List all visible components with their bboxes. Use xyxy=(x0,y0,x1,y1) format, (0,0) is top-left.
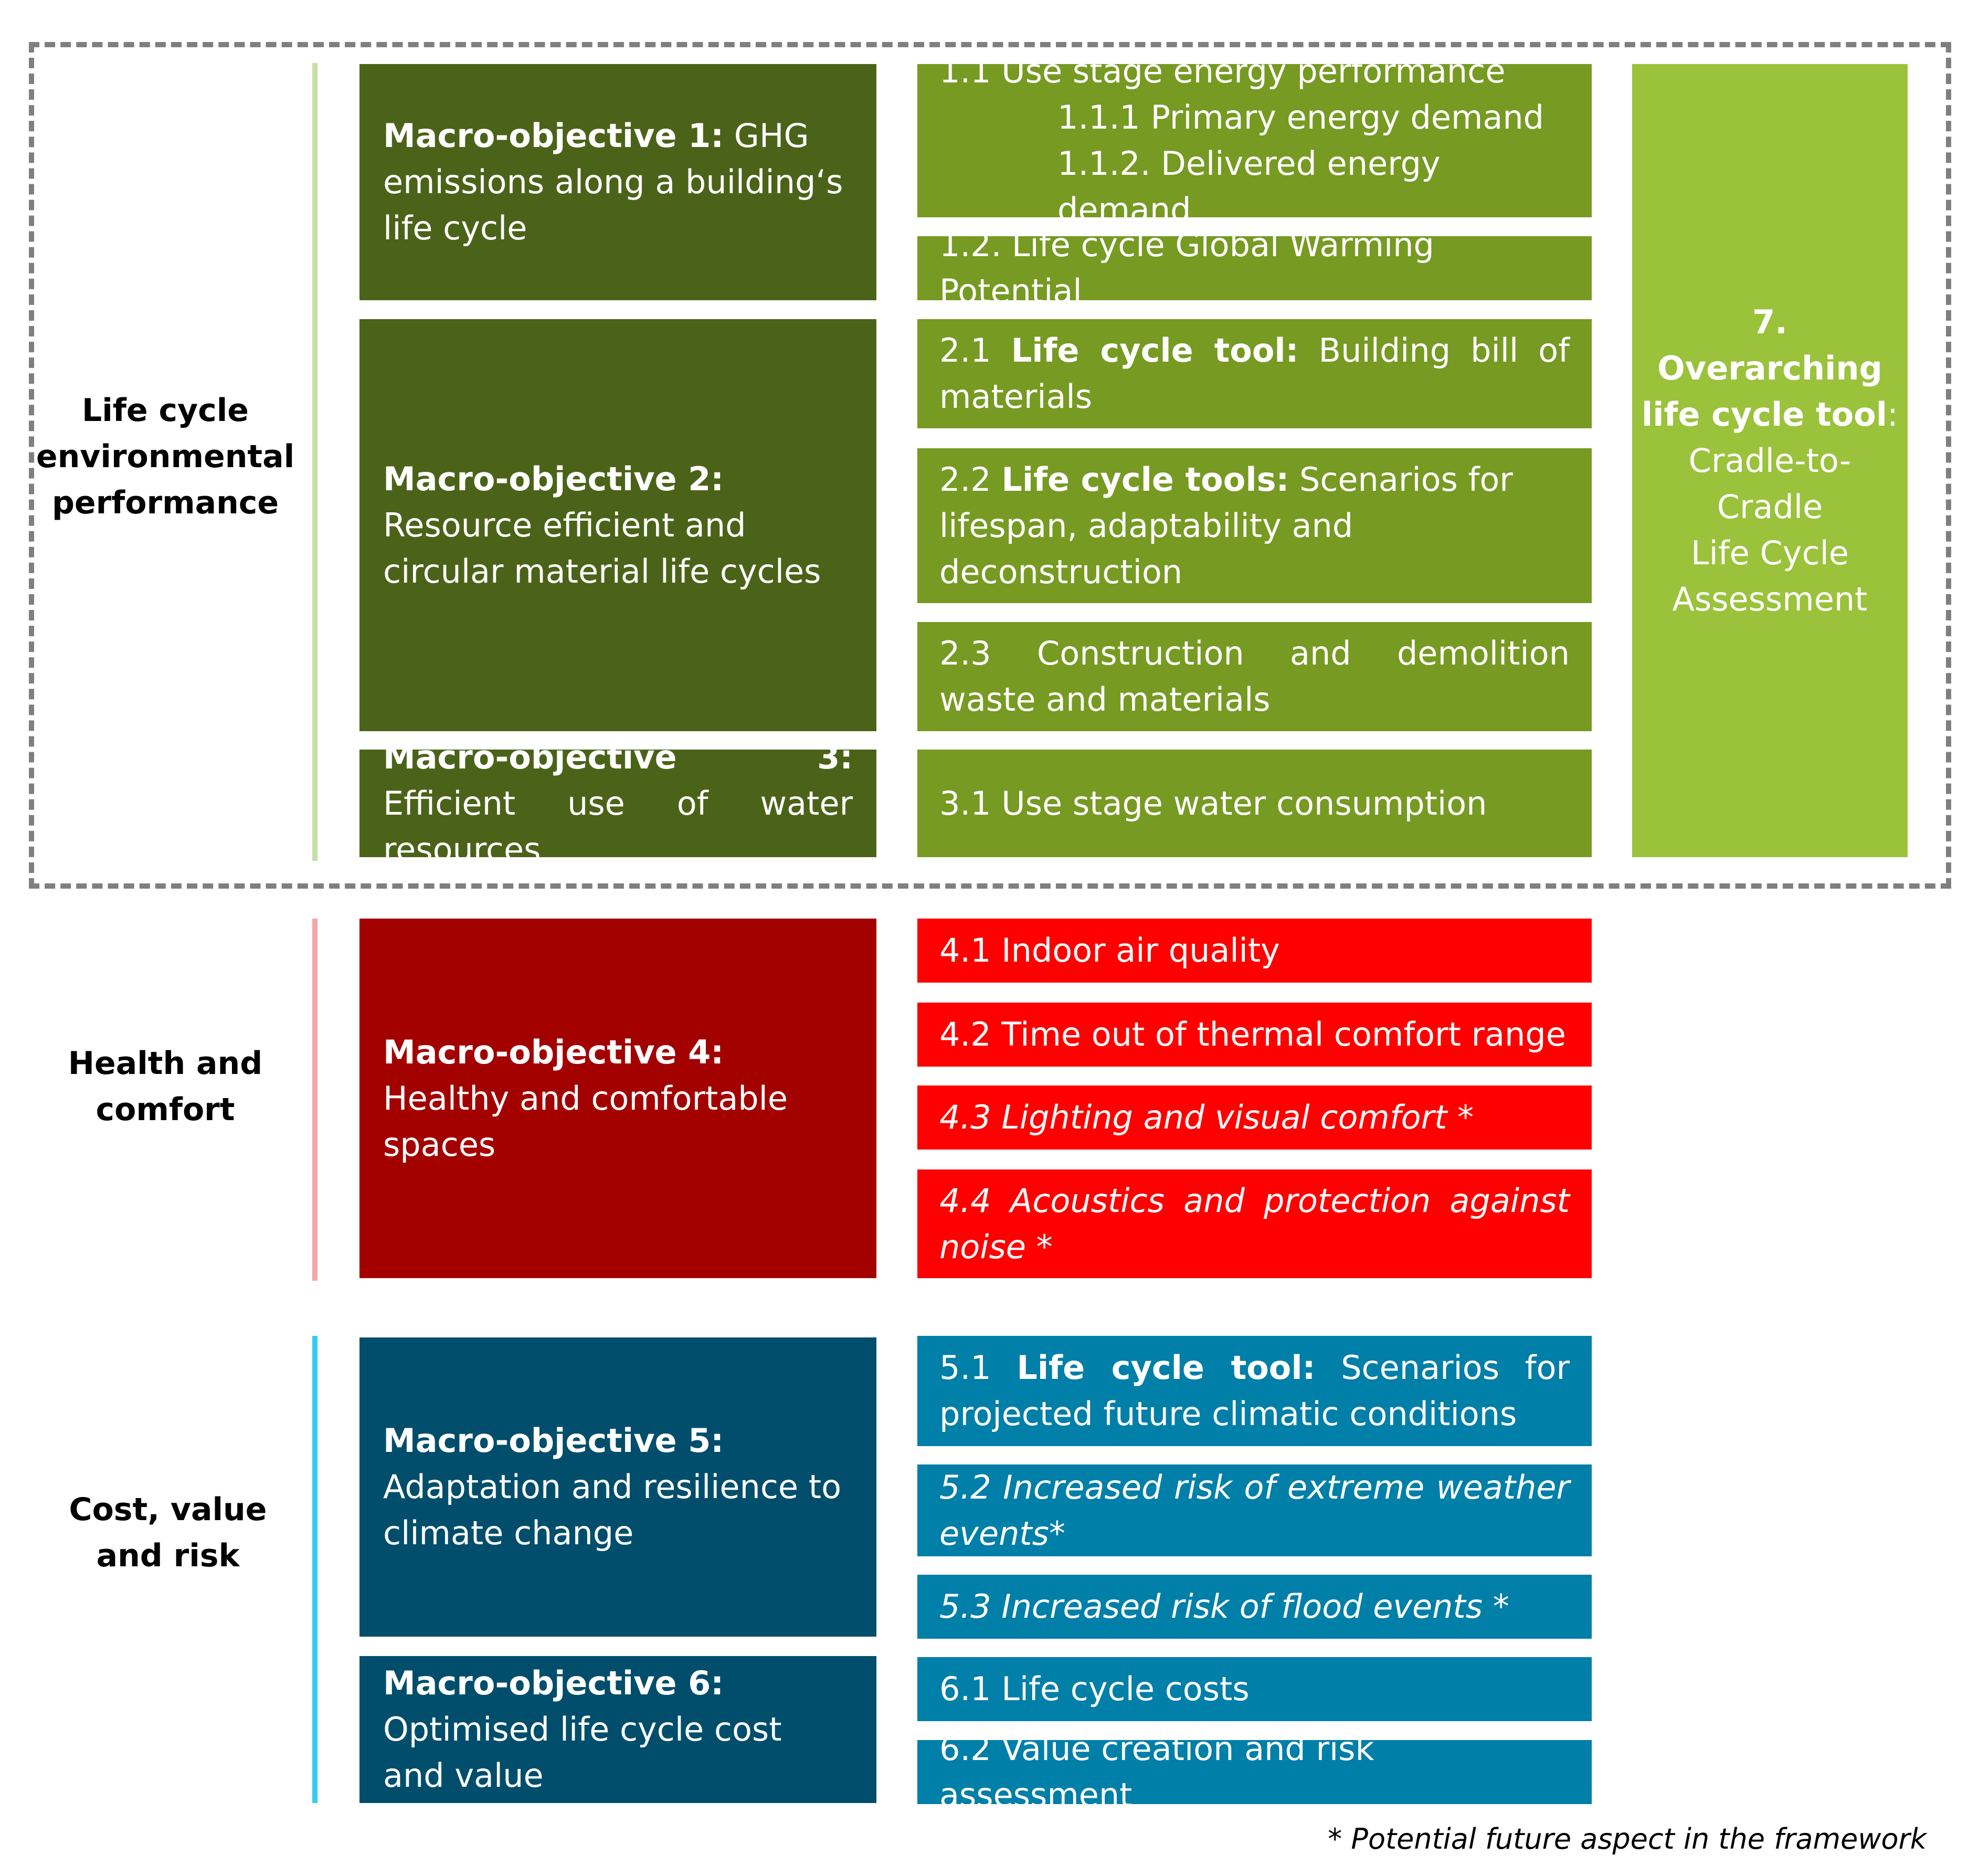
indicator-6-1-label: 6.1 Life cycle costs xyxy=(939,1670,1250,1708)
macro-objective-2: Macro-objective 2: Resource efficient an… xyxy=(359,319,876,731)
indicator-5-3: 5.3 Increased risk of flood events * xyxy=(917,1575,1592,1639)
cost-group-line xyxy=(312,1336,318,1803)
indicator-5-1-number: 5.1 xyxy=(939,1348,1017,1387)
indicator-2-2: 2.2 Life cycle tools: Scenarios for life… xyxy=(917,448,1592,603)
indicator-2-2-number: 2.2 xyxy=(939,460,1002,499)
footnote: * Potential future aspect in the framewo… xyxy=(1328,1822,1927,1856)
macro-objective-2-text: Resource efficient and circular material… xyxy=(383,505,821,591)
indicator-1-1-1-label: 1.1.1 Primary energy demand xyxy=(1057,98,1544,136)
indicator-1-1-label: 1.1 Use stage energy performance xyxy=(939,52,1506,90)
environment-frame xyxy=(29,42,1951,889)
indicator-4-1: 4.1 Indoor air quality xyxy=(917,919,1592,983)
indicator-2-1: 2.1 Life cycle tool: Building bill of ma… xyxy=(917,319,1592,428)
overarching-line-2: Cradle xyxy=(1717,487,1823,526)
indicator-4-2-label: 4.2 Time out of thermal comfort range xyxy=(939,1015,1566,1053)
indicator-2-1-text: Building bill of materials xyxy=(939,331,1570,416)
macro-objective-6-title: Macro-objective 6: xyxy=(383,1664,724,1702)
indicator-4-1-label: 4.1 Indoor air quality xyxy=(939,931,1280,969)
macro-objective-5-title: Macro-objective 5: xyxy=(383,1421,724,1460)
indicator-2-1-tool: Life cycle tool: xyxy=(1011,331,1299,370)
indicator-2-2-text: Scenarios for lifespan, adaptability and… xyxy=(939,460,1513,591)
macro-objective-3: Macro-objective 3: Efficient use of wate… xyxy=(359,738,876,869)
indicator-1-1-2-label: 1.1.2. Delivered energy demand xyxy=(1057,144,1441,229)
macro-objective-1: Macro-objective 1: GHG emissions along a… xyxy=(359,64,876,300)
indicator-4-3-label: 4.3 Lighting and visual comfort * xyxy=(939,1098,1474,1136)
indicator-3-1: 3.1 Use stage water consumption xyxy=(917,750,1592,857)
indicator-1-2-label: 1.2. Life cycle Global Warming Potential xyxy=(939,226,1434,310)
indicator-6-2-label: 6.2 Value creation and risk assessment xyxy=(939,1730,1374,1814)
indicator-1-1: 1.1 Use stage energy performance 1.1.1 P… xyxy=(917,52,1592,229)
overarching-colon: : xyxy=(1887,395,1898,434)
overarching-title: Overarching life cycle tool xyxy=(1642,349,1888,434)
indicator-5-1-text: Scenarios for projected future climatic … xyxy=(939,1348,1570,1433)
macro-objective-6-text: Optimised life cycle cost and value xyxy=(383,1710,782,1795)
indicator-4-4-label: 4.4 Acoustics and protection against noi… xyxy=(939,1181,1570,1266)
indicator-5-2: 5.2 Increased risk of extreme weather ev… xyxy=(917,1464,1592,1556)
indicator-5-1: 5.1 Life cycle tool: Scenarios for proje… xyxy=(917,1336,1592,1446)
macro-objective-3-title: Macro-objective 3: xyxy=(383,737,853,776)
indicator-4-4: 4.4 Acoustics and protection against noi… xyxy=(917,1169,1592,1278)
macro-objective-4-title: Macro-objective 4: xyxy=(383,1032,724,1071)
indicator-6-1: 6.1 Life cycle costs xyxy=(917,1657,1592,1721)
macro-objective-4: Macro-objective 4: Healthy and comfortab… xyxy=(359,919,876,1278)
macro-objective-2-title: Macro-objective 2: xyxy=(383,459,724,498)
macro-objective-5-text: Adaptation and resilience to climate cha… xyxy=(383,1468,842,1552)
group-label-health: Health and comfort xyxy=(68,1045,263,1128)
macro-objective-1-text: GHG emissions along a building‘s life cy… xyxy=(383,117,843,247)
group-label-environment: Life cycle environmental performance xyxy=(36,392,295,521)
macro-objective-4-text: Healthy and comfortable spaces xyxy=(383,1079,788,1164)
macro-objective-5: Macro-objective 5: Adaptation and resili… xyxy=(359,1337,876,1637)
overarching-life-cycle-tool: 7. Overarching life cycle tool: Cradle-t… xyxy=(1632,64,1908,857)
macro-objective-1-title: Macro-objective 1: xyxy=(383,117,724,155)
indicator-4-2: 4.2 Time out of thermal comfort range xyxy=(917,1003,1592,1067)
macro-objective-6: Macro-objective 6: Optimised life cycle … xyxy=(359,1656,876,1803)
indicator-1-2: 1.2. Life cycle Global Warming Potential xyxy=(917,226,1592,310)
health-group-line xyxy=(312,919,318,1281)
indicator-2-2-tool: Life cycle tools: xyxy=(1001,460,1289,499)
overarching-line-3: Life Cycle xyxy=(1691,533,1849,572)
indicator-2-1-number: 2.1 xyxy=(939,331,1011,370)
indicator-4-3: 4.3 Lighting and visual comfort * xyxy=(917,1085,1592,1150)
indicator-5-3-label: 5.3 Increased risk of flood events * xyxy=(939,1587,1509,1626)
overarching-line-4: Assessment xyxy=(1672,579,1868,618)
indicator-2-3-label: 2.3 Construction and demolition waste an… xyxy=(939,634,1570,719)
indicator-3-1-label: 3.1 Use stage water consumption xyxy=(939,784,1487,823)
overarching-number: 7. xyxy=(1752,302,1787,341)
overarching-line-1: Cradle-to- xyxy=(1688,441,1851,480)
indicator-5-1-tool: Life cycle tool: xyxy=(1017,1348,1316,1387)
indicator-6-2: 6.2 Value creation and risk assessment xyxy=(917,1730,1592,1814)
group-label-cost: Cost, value and risk xyxy=(69,1491,267,1574)
indicator-5-2-label: 5.2 Increased risk of extreme weather ev… xyxy=(939,1468,1570,1553)
macro-objective-3-text: Efficient use of water resources xyxy=(383,784,853,869)
indicator-2-3: 2.3 Construction and demolition waste an… xyxy=(917,622,1592,731)
environment-group-line xyxy=(312,63,318,861)
